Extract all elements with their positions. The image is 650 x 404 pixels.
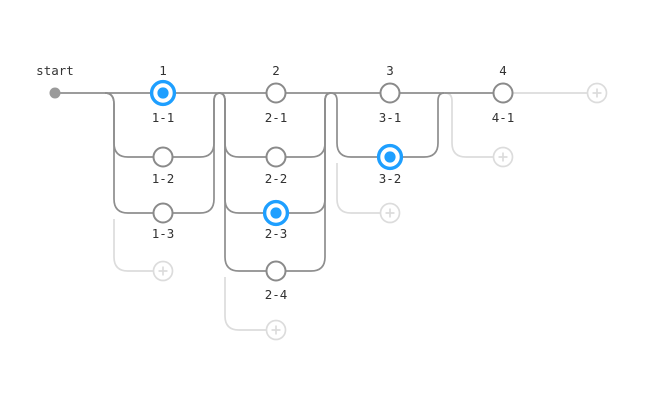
label-3-1: 3-1 xyxy=(379,110,402,125)
node-2-4[interactable] xyxy=(265,260,287,282)
add-branch-path-col-2 xyxy=(224,277,266,331)
plus-icon xyxy=(385,208,395,218)
label-1-3: 1-3 xyxy=(152,226,175,241)
node-1-3[interactable] xyxy=(152,202,174,224)
plus-icon xyxy=(498,152,508,162)
start-node xyxy=(49,87,61,99)
column-label-1: 1 xyxy=(159,63,167,78)
node-3-1[interactable] xyxy=(379,82,401,104)
node-circle xyxy=(152,146,174,168)
node-2-2[interactable] xyxy=(265,146,287,168)
label-1-1: 1-1 xyxy=(152,110,175,125)
plus-icon xyxy=(158,266,168,276)
add-branch-button-col-1[interactable] xyxy=(152,260,174,282)
column-label-3: 3 xyxy=(386,63,394,78)
add-branch-path-col-3 xyxy=(336,163,380,214)
selected-node-dot xyxy=(157,87,169,99)
node-circle xyxy=(265,260,287,282)
label-2-4: 2-4 xyxy=(265,287,288,302)
add-branch-button-col-2[interactable] xyxy=(265,319,287,341)
add-branch-button-col-4[interactable] xyxy=(492,146,514,168)
node-circle xyxy=(492,82,514,104)
label-2-2: 2-2 xyxy=(265,171,288,186)
label-2-3: 2-3 xyxy=(265,226,288,241)
node-1-2[interactable] xyxy=(152,146,174,168)
node-4-1[interactable] xyxy=(492,82,514,104)
node-circle xyxy=(265,146,287,168)
selected-node-dot xyxy=(270,207,282,219)
label-3-2: 3-2 xyxy=(379,171,402,186)
node-1-1[interactable] xyxy=(149,79,177,107)
add-branch-button-col-3[interactable] xyxy=(379,202,401,224)
label-4-1: 4-1 xyxy=(492,110,515,125)
label-2-1: 2-1 xyxy=(265,110,288,125)
label-1-2: 1-2 xyxy=(152,171,175,186)
node-circle xyxy=(265,82,287,104)
add-branch-path-col-4 xyxy=(444,92,493,158)
add-step-button[interactable] xyxy=(586,82,608,104)
node-3-2[interactable] xyxy=(376,143,404,171)
start-label: start xyxy=(36,63,74,78)
column-label-4: 4 xyxy=(499,63,507,78)
node-2-1[interactable] xyxy=(265,82,287,104)
node-2-3[interactable] xyxy=(262,199,290,227)
add-branch-path-col-1 xyxy=(113,219,153,272)
selected-node-dot xyxy=(384,151,396,163)
column-label-2: 2 xyxy=(272,63,280,78)
plus-icon xyxy=(592,88,602,98)
node-circle xyxy=(152,202,174,224)
node-circle xyxy=(379,82,401,104)
plus-icon xyxy=(271,325,281,335)
